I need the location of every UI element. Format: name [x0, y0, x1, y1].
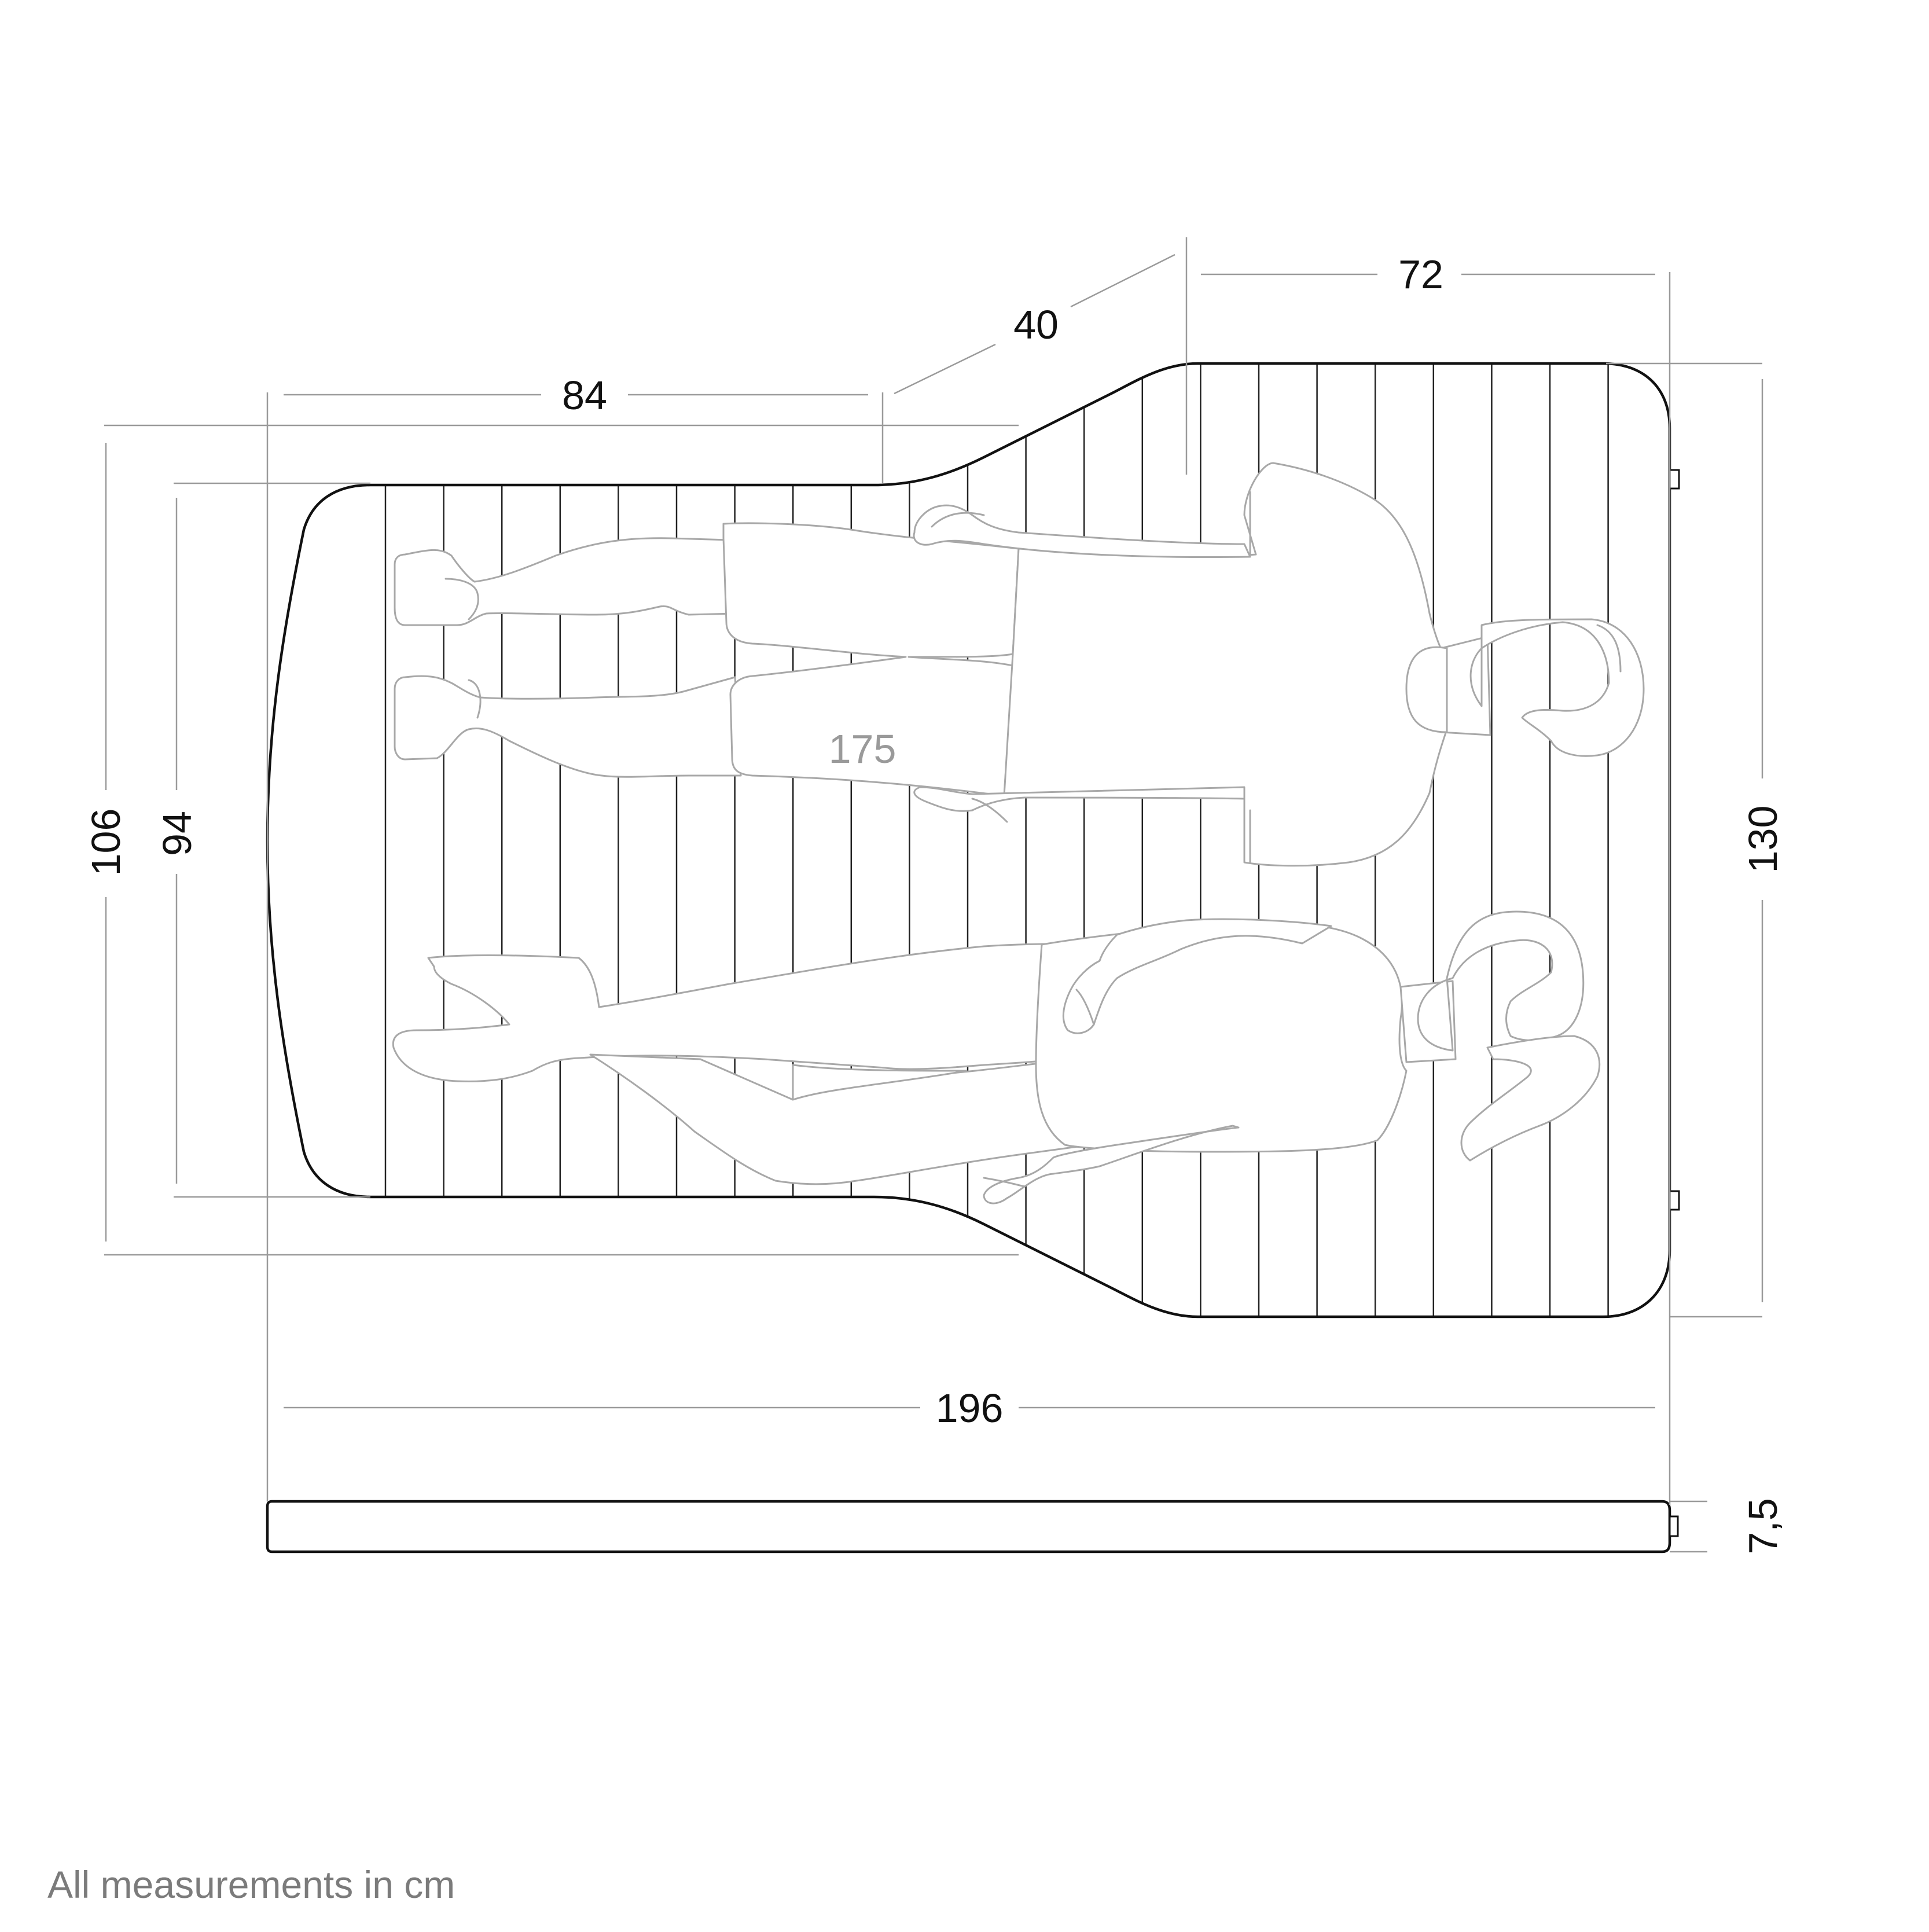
mattress-outline — [266, 362, 1671, 1318]
person-male — [394, 462, 1645, 867]
dim-head-width-label: 84 — [562, 373, 607, 418]
dimension-lines — [104, 237, 1763, 1553]
units-footnote: All measurements in cm — [47, 1863, 455, 1906]
dim-outer-head-height-label: 106 — [83, 809, 128, 876]
person-female — [392, 910, 1601, 1204]
dim-thickness-label: 7,5 — [1740, 1498, 1785, 1554]
mattress-side-profile — [266, 1500, 1671, 1553]
person-silhouettes — [392, 462, 1645, 1204]
dim-inner-head-height-label: 94 — [155, 811, 200, 856]
dim-taper-length-label: 40 — [1013, 302, 1059, 347]
dim-foot-height-label: 130 — [1740, 806, 1785, 873]
valve-bottom — [1669, 1190, 1680, 1211]
side-valve — [1669, 1515, 1679, 1537]
dim-foot-width-label: 72 — [1398, 252, 1443, 297]
valve-top — [1669, 469, 1680, 490]
dim-overall-length-label: 196 — [936, 1386, 1004, 1431]
person-height-label: 175 — [829, 726, 896, 772]
